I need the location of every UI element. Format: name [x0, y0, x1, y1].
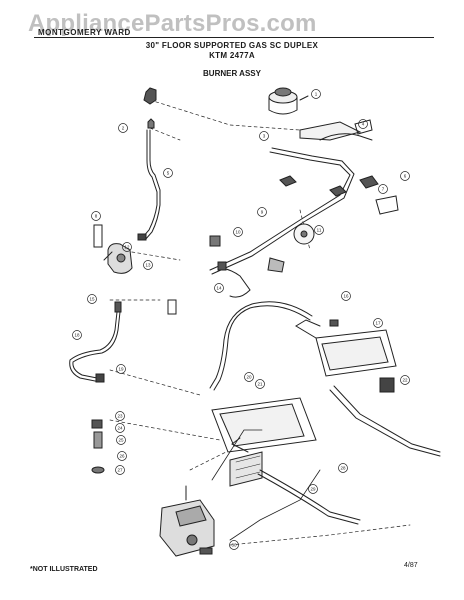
callout-number: 11 — [317, 228, 322, 233]
callout-number: 12 — [124, 245, 130, 250]
callout-number: 21 — [257, 382, 263, 387]
callout-number: 18 — [74, 333, 80, 338]
clip-part — [167, 299, 177, 315]
footnote: *NOT ILLUSTRATED — [30, 566, 98, 573]
callout-number: 9 — [261, 210, 264, 215]
watermark: AppliancePartsPros.com — [28, 10, 317, 37]
upper-valve-assembly — [137, 87, 161, 241]
model-title: 30" FLOOR SUPPORTED GAS SC DUPLEX — [145, 41, 319, 50]
callout-number: 14 — [216, 286, 222, 291]
pilot-tube — [319, 133, 373, 141]
page-number: 4/87 — [404, 562, 418, 569]
callout-number: 19 — [118, 367, 124, 372]
callout-number: 1 — [315, 92, 318, 97]
callout-number: 3 — [263, 134, 266, 139]
callout-number: 29 — [310, 487, 316, 492]
brand-header: MONTGOMERY WARD — [38, 28, 131, 37]
callout-number: 2 — [122, 126, 125, 131]
callout-number: 27 — [117, 468, 123, 473]
burner-tube — [229, 437, 263, 487]
callout-number: 30 — [231, 543, 237, 548]
thermocouple-lead — [211, 429, 263, 481]
callout-number: 24 — [117, 426, 123, 431]
callout-number: 26 — [119, 454, 125, 459]
lower-tube — [229, 469, 321, 541]
upper-burner-tray — [295, 319, 397, 377]
callout-number: 20 — [246, 375, 252, 380]
callout-number: 13 — [145, 263, 151, 268]
leader-lines — [109, 99, 411, 546]
callout-number: 25 — [118, 438, 124, 443]
callout-number: 10 — [235, 230, 241, 235]
lower-burner-tray — [211, 397, 317, 453]
callout-number: 22 — [402, 378, 408, 383]
callout-number: 7 — [382, 187, 385, 192]
callout-number: 6 — [404, 174, 407, 179]
main-flex-tube — [209, 301, 313, 391]
top-burner-head — [268, 87, 373, 141]
manifold-pipe — [209, 147, 399, 298]
callout-number: 16 — [343, 294, 349, 299]
callout-number: 23 — [117, 414, 123, 419]
left-flex-tube — [69, 301, 122, 383]
callout-number: 5 — [167, 171, 170, 176]
right-supply-pipe — [257, 377, 441, 525]
callout-number: 17 — [375, 321, 381, 326]
callout-number: 28 — [340, 466, 346, 471]
model-number: KTM 2477A — [209, 51, 255, 60]
callout-number: 4 — [362, 122, 365, 127]
callout-number: 15 — [89, 297, 95, 302]
header-rule — [34, 37, 434, 38]
callout-number: 8 — [95, 214, 98, 219]
section-title: BURNER ASSY — [203, 69, 261, 78]
thermostat-valve — [91, 419, 215, 557]
